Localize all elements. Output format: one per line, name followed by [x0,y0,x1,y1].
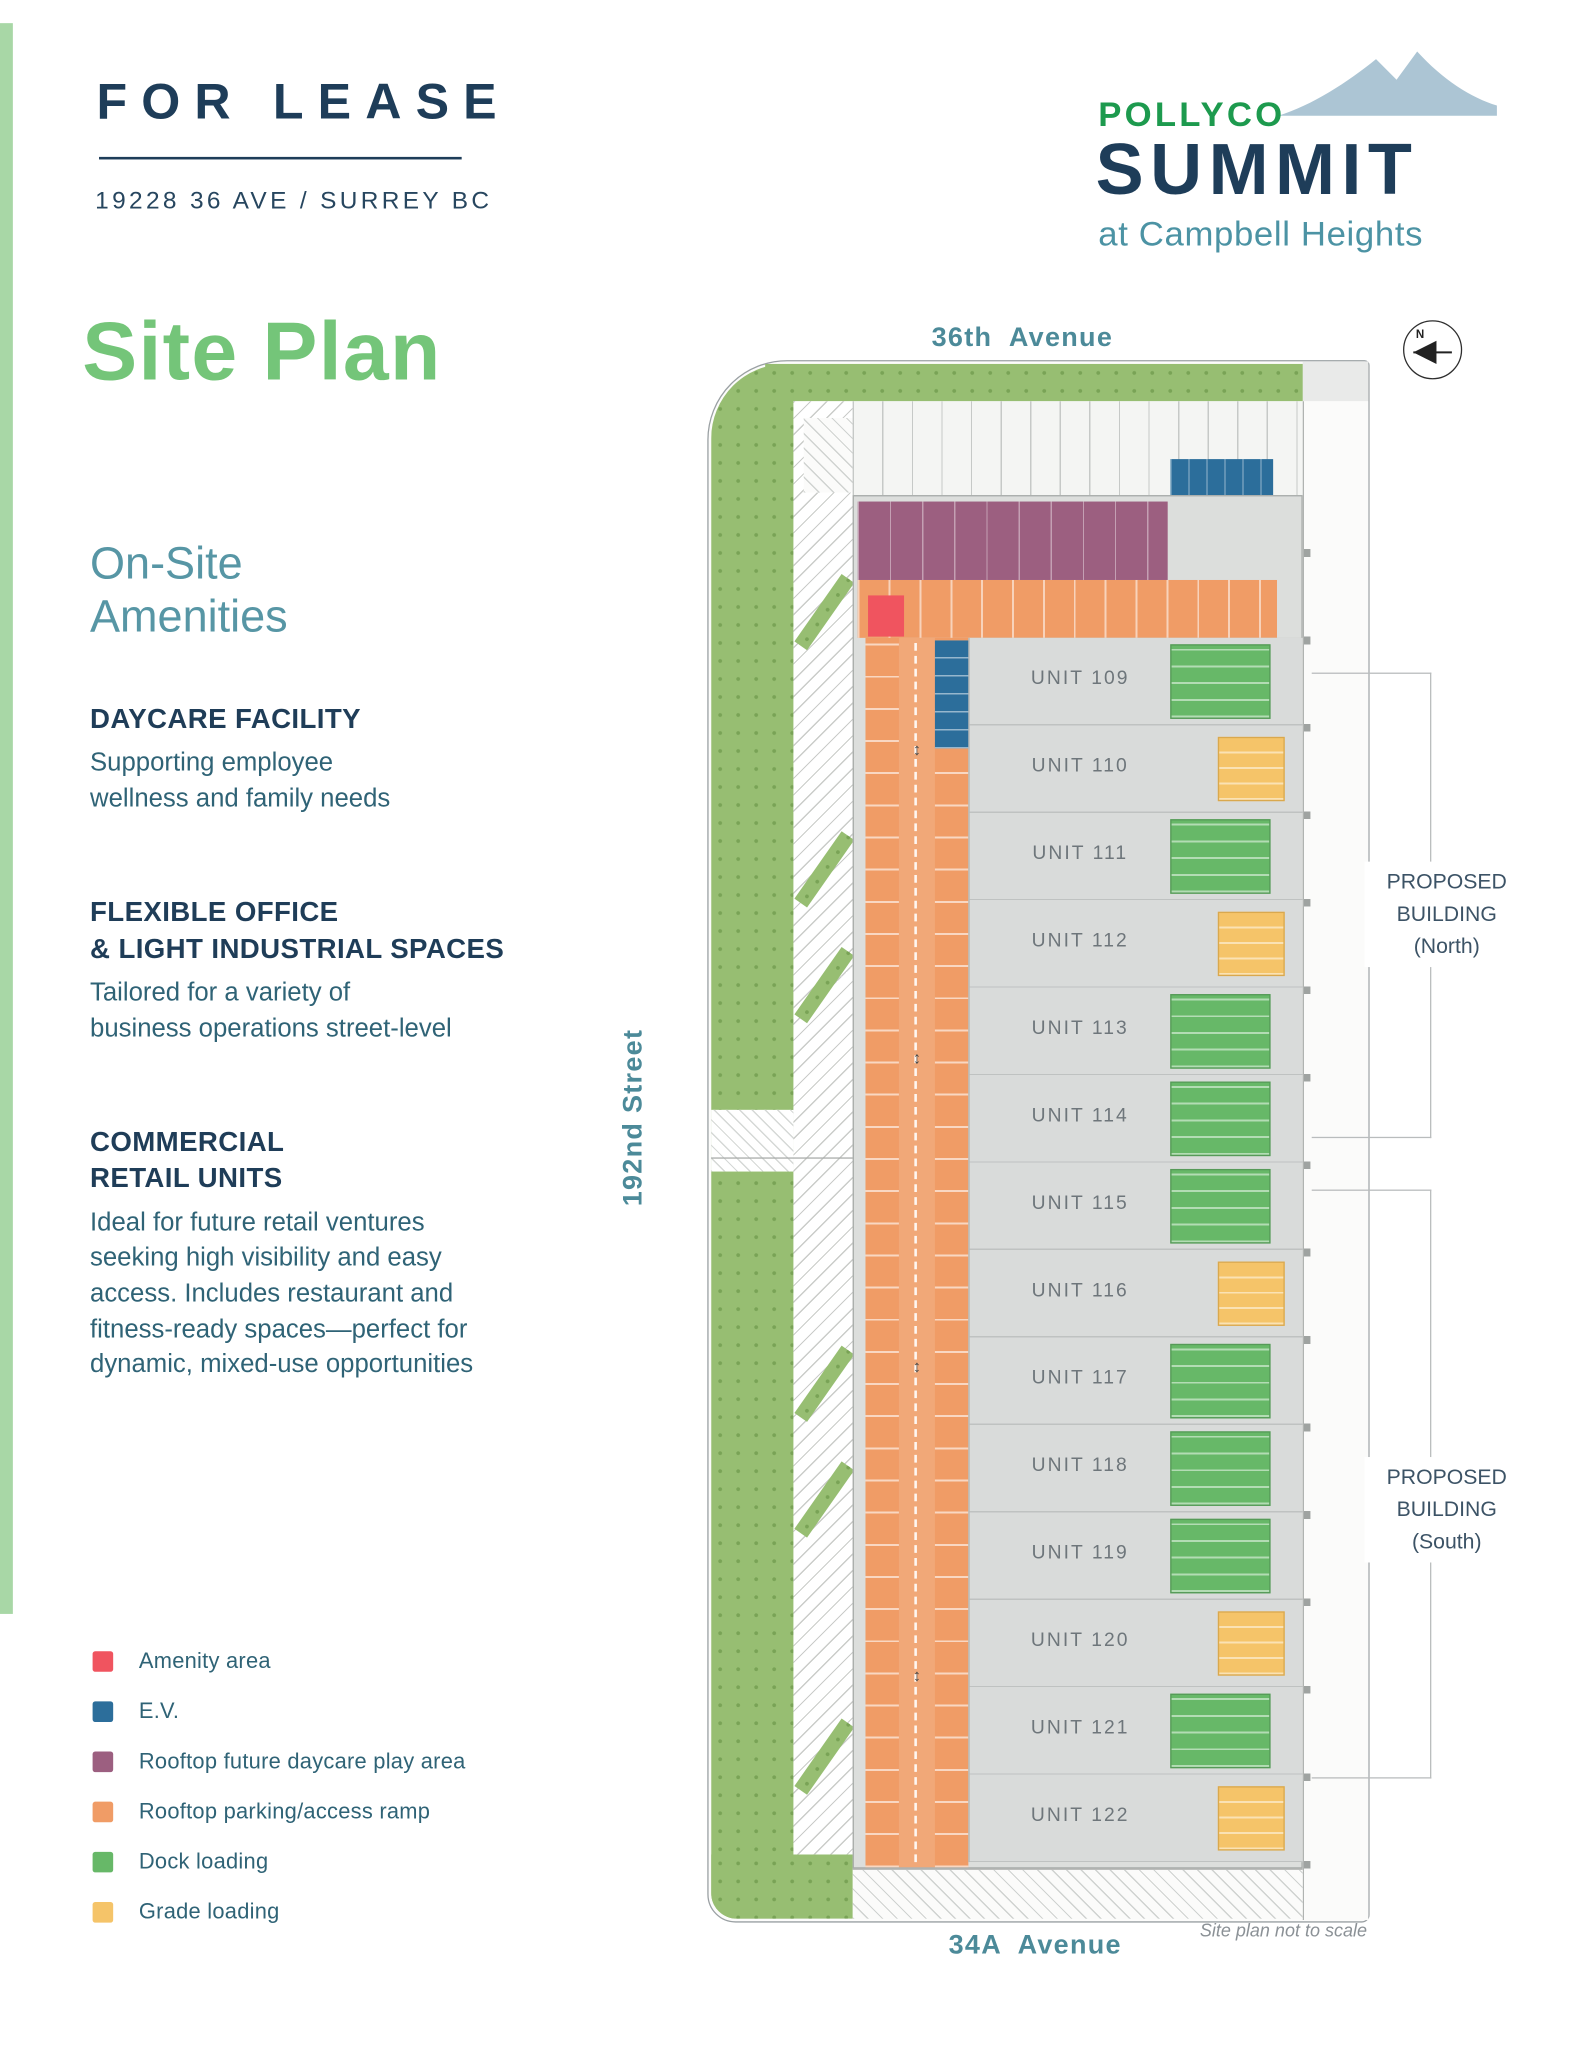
two-way-arrow-icon: ↕ [912,1356,922,1377]
two-way-arrow-icon: ↕ [912,1665,922,1685]
rooftop-parking-strip [857,579,1277,638]
amenities-heading: On-Site Amenities [90,538,288,643]
amenity-section: COMMERCIAL RETAIL UNITS Ideal for future… [90,1124,559,1383]
rooftop-parking-swatch [92,1801,114,1822]
grade-loading-square [1217,1786,1285,1851]
unit-label: UNIT 119 [1031,1541,1129,1564]
ramp-centerline [914,643,917,1863]
section-title: FLEXIBLE OFFICE & LIGHT INDUSTRIAL SPACE… [90,896,505,964]
section-body: Tailored for a variety of business opera… [90,978,452,1043]
landscape-strip-top [765,363,1303,402]
dock-loading-square [1170,994,1271,1069]
accent-bar [0,23,13,1614]
legend-label: E.V. [138,1698,180,1723]
dock-loading-square [1170,1081,1271,1157]
logo-tagline: at Campbell Heights [1098,214,1424,254]
south-walkway-hatch [852,1868,1303,1919]
logo-brand: POLLYCO [1098,95,1286,134]
legend-item: Dock loading [92,1848,582,1874]
page-title: Site Plan [82,304,442,398]
legend-item: Rooftop future daycare play area [92,1748,582,1773]
unit-label: UNIT 111 [1032,842,1129,865]
amenity-section: DAYCARE FACILITY Supporting employee wel… [90,700,559,816]
section-body: Ideal for future retail ventures seeking… [90,1208,474,1379]
legend-item: E.V. [92,1698,582,1723]
unit-label: UNIT 118 [1031,1454,1129,1477]
unit-label: UNIT 122 [1030,1804,1130,1827]
grade-loading-square [1217,1611,1285,1676]
road-dedication [1302,361,1369,402]
ramp-stalls [934,637,969,1868]
logo-name: SUMMIT [1095,128,1419,210]
unit-label: UNIT 114 [1031,1104,1129,1127]
landscape-strip-bottom [711,1854,856,1919]
legend-item: Grade loading [92,1898,582,1924]
heading-rule [99,156,462,160]
legend-item: Rooftop parking/access ramp [92,1798,582,1823]
amenity-area-swatch [92,1650,114,1672]
amenities-panel: On-Site Amenities DAYCARE FACILITY Suppo… [90,538,559,1461]
legend-label: Amenity area [138,1648,271,1673]
grade-loading-swatch [92,1901,114,1922]
ramp-stalls [865,637,899,1868]
daycare-play-swatch [92,1750,114,1772]
proposed-building-south-label: PROPOSED BUILDING (South) [1364,1457,1530,1563]
amenity-section: FLEXIBLE OFFICE & LIGHT INDUSTRIAL SPACE… [90,894,559,1047]
grade-loading-square [1217,1261,1285,1326]
unit-label: UNIT 116 [1031,1279,1129,1302]
brand-logo: POLLYCO SUMMIT at Campbell Heights [1093,46,1497,262]
ev-parking-area [1170,459,1274,496]
proposed-building-north-label: PROPOSED BUILDING (North) [1364,861,1530,968]
building-columns [1304,495,1311,1869]
unit-label: UNIT 120 [1030,1629,1130,1652]
property-address: 19228 36 AVE / SURREY BC [95,187,493,215]
amenity-area [868,595,905,637]
two-way-arrow-icon: ↕ [912,739,922,759]
dock-loading-square [1170,644,1271,719]
not-to-scale-note: Site plan not to scale [1199,1919,1368,1941]
unit-label: UNIT 112 [1031,929,1129,952]
two-way-arrow-icon: ↕ [912,1048,922,1068]
unit-label: UNIT 115 [1031,1192,1129,1214]
section-title: COMMERCIAL RETAIL UNITS [90,1126,285,1195]
dock-loading-square [1170,1168,1271,1244]
street-label-192nd-street: 192nd Street [618,1028,649,1207]
unit-label: UNIT 113 [1031,1017,1129,1040]
legend: Amenity area E.V. Rooftop future daycare… [92,1648,582,1951]
east-driveway [1302,401,1369,1920]
ev-swatch [92,1700,114,1722]
grade-loading-square [1217,911,1285,977]
dock-loading-square [1170,1343,1271,1419]
unit-label: UNIT 121 [1030,1716,1130,1739]
rooftop-daycare-play-area [857,501,1168,580]
for-lease-heading: FOR LEASE [96,74,511,130]
legend-label: Rooftop parking/access ramp [138,1798,431,1823]
dock-loading-square [1170,819,1271,894]
north-arrow-icon: N [1403,320,1463,380]
north-letter: N [1415,327,1425,341]
street-label-36th-avenue: 36th Avenue [931,322,1114,353]
legend-label: Grade loading [138,1898,280,1924]
grade-loading-square [1217,736,1285,802]
section-body: Supporting employee wellness and family … [90,748,391,813]
driveway-entrance [711,1109,794,1172]
legend-label: Dock loading [138,1848,269,1874]
unit-label: UNIT 110 [1031,754,1129,777]
section-title: DAYCARE FACILITY [90,702,361,734]
dock-loading-square [1170,1693,1271,1769]
dock-loading-swatch [92,1851,114,1872]
dock-loading-square [1170,1518,1271,1594]
unit-label: UNIT 109 [1030,667,1130,690]
rooftop-access-ramp [865,637,969,1868]
street-label-34a-avenue: 34A Avenue [948,1930,1122,1960]
unit-label: UNIT 117 [1031,1367,1129,1389]
mountain-icon [1278,51,1497,116]
legend-label: Rooftop future daycare play area [138,1748,466,1773]
legend-item: Amenity area [92,1648,582,1673]
dock-loading-square [1170,1431,1271,1506]
